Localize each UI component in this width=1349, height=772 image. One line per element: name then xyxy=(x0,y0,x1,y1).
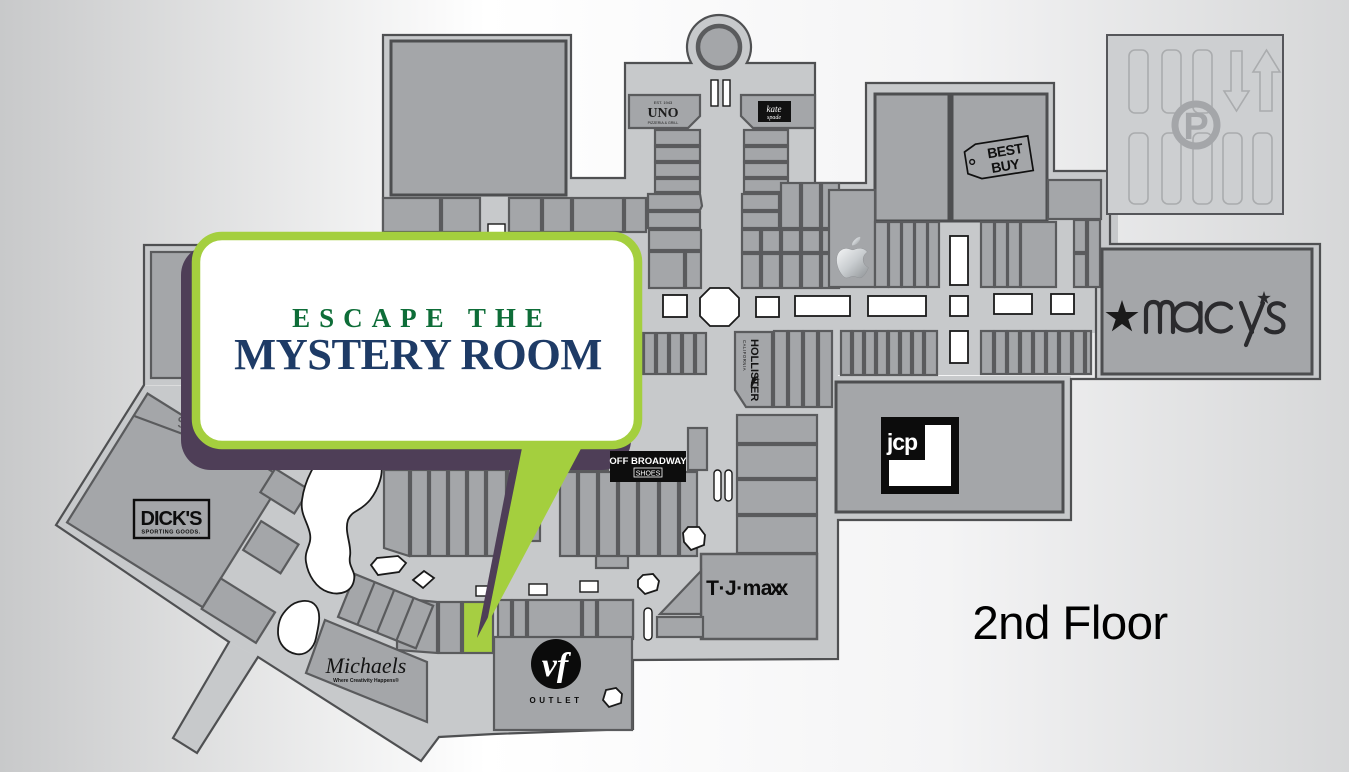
svg-text:PIZZERIA & GRILL: PIZZERIA & GRILL xyxy=(648,121,679,125)
svg-text:2nd Floor: 2nd Floor xyxy=(972,597,1168,650)
svg-text:SPORTING GOODS.: SPORTING GOODS. xyxy=(141,530,200,536)
svg-text:DICK'S: DICK'S xyxy=(141,508,203,530)
svg-text:SHOES: SHOES xyxy=(636,471,661,478)
svg-text:BEST: BEST xyxy=(986,140,1024,161)
svg-text:EST. 1943: EST. 1943 xyxy=(654,100,673,105)
svg-text:BUY: BUY xyxy=(990,156,1021,176)
svg-text:HOLLISTER: HOLLISTER xyxy=(748,339,760,401)
svg-text:kate: kate xyxy=(767,104,782,114)
svg-text:vf: vf xyxy=(542,647,572,684)
svg-text:OUTLET: OUTLET xyxy=(530,696,583,705)
svg-text:UNO: UNO xyxy=(647,106,678,121)
svg-text:CALIFORNIA: CALIFORNIA xyxy=(742,340,747,371)
svg-text:ESCAPE THE: ESCAPE THE xyxy=(292,303,552,333)
svg-text:T·J·maxx: T·J·maxx xyxy=(706,577,789,600)
svg-text:MYSTERY ROOM: MYSTERY ROOM xyxy=(234,329,602,379)
svg-text:Where Creativity Happens®: Where Creativity Happens® xyxy=(333,677,399,684)
svg-text:Michaels: Michaels xyxy=(325,653,407,678)
svg-text:P: P xyxy=(1183,106,1208,148)
svg-text:OFF BROADWAY: OFF BROADWAY xyxy=(609,456,687,467)
svg-text:spade: spade xyxy=(767,115,781,121)
svg-text:jcp: jcp xyxy=(886,429,918,455)
